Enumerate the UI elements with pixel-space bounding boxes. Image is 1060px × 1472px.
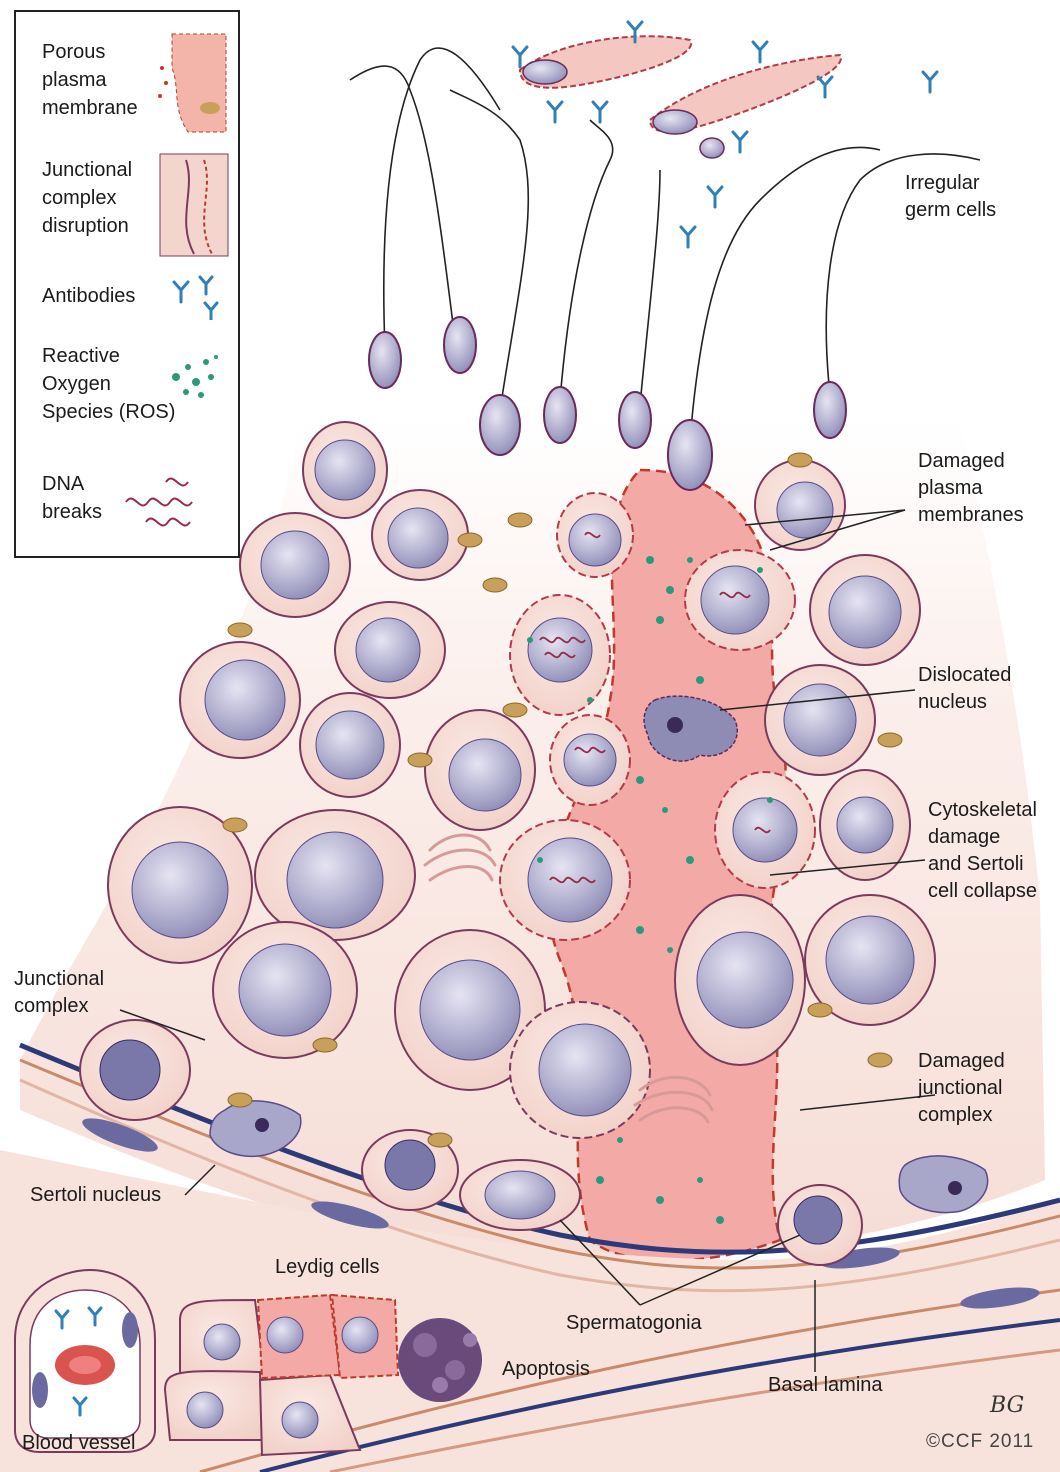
legend-label-antibodies: Antibodies bbox=[42, 282, 135, 310]
label-sertoli-nucleus: Sertoli nucleus bbox=[30, 1182, 161, 1209]
legend-label-ros: Reactive Oxygen Species (ROS) bbox=[42, 342, 175, 426]
apoptotic-body bbox=[398, 1318, 482, 1402]
label-spermatogonia: Spermatogonia bbox=[566, 1310, 702, 1337]
dna-break-icon bbox=[116, 462, 226, 542]
spermatids bbox=[350, 48, 980, 440]
legend-label-junction-disruption: Junctional complex disruption bbox=[42, 156, 132, 240]
copyright: ©CCF 2011 bbox=[926, 1428, 1034, 1455]
ros-dots-icon bbox=[166, 347, 226, 407]
label-apoptosis: Apoptosis bbox=[502, 1356, 590, 1383]
label-irregular-germ-cells: Irregular germ cells bbox=[905, 170, 996, 224]
label-basal-lamina: Basal lamina bbox=[768, 1372, 883, 1399]
blood-vessel bbox=[15, 1270, 155, 1452]
label-damaged-plasma-membranes: Damaged plasma membranes bbox=[918, 448, 1024, 529]
antibody-icon bbox=[166, 270, 226, 320]
label-damaged-junctional-complex: Damaged junctional complex bbox=[918, 1048, 1005, 1129]
label-blood-vessel: Blood vessel bbox=[22, 1430, 135, 1457]
artist-signature: BG bbox=[990, 1392, 1024, 1419]
junction-disruption-icon bbox=[156, 150, 232, 260]
label-junctional-complex: Junctional complex bbox=[14, 966, 104, 1020]
legend-box: Porous plasma membrane Junctional comple… bbox=[14, 10, 240, 558]
legend-label-porous-membrane: Porous plasma membrane bbox=[42, 38, 138, 122]
porous-membrane-icon bbox=[152, 28, 232, 138]
irregular-germ-cells bbox=[520, 36, 841, 158]
label-cytoskeletal-damage: Cytoskeletal damage and Sertoli cell col… bbox=[928, 797, 1037, 905]
label-dislocated-nucleus: Dislocated nucleus bbox=[918, 662, 1011, 716]
sertoli-nucleus-right bbox=[899, 1156, 987, 1213]
legend-label-dna: DNA breaks bbox=[42, 470, 102, 526]
label-leydig-cells: Leydig cells bbox=[275, 1254, 380, 1281]
